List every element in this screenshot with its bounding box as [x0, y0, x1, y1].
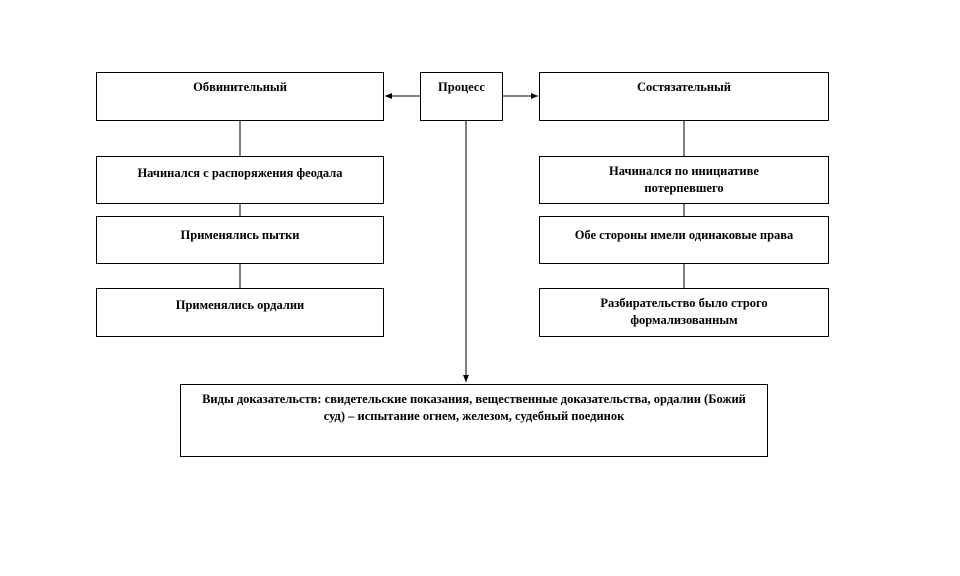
adversarial-box: Состязательный	[539, 72, 829, 121]
left-item-box: Применялись пытки	[96, 216, 384, 264]
right-item-label: Начинался по инициативе потерпевшего	[609, 164, 759, 195]
accusatorial-box: Обвинительный	[96, 72, 384, 121]
evidence-text: Виды доказательств: свидетельские показа…	[202, 392, 746, 423]
left-item-label: Начинался с распоряжения феодала	[137, 166, 343, 180]
left-item-label: Применялись ордалии	[175, 298, 305, 312]
right-item-label: Обе стороны имели одинаковые права	[574, 228, 794, 242]
right-item-box: Разбирательство было строго формализован…	[539, 288, 829, 337]
accusatorial-title: Обвинительный	[193, 80, 287, 94]
right-item-label: Разбирательство было строго формализован…	[600, 296, 768, 327]
left-item-label: Применялись пытки	[180, 228, 300, 242]
right-item-box: Обе стороны имели одинаковые права	[539, 216, 829, 264]
left-item-box: Применялись ордалии	[96, 288, 384, 337]
process-title: Процесс	[438, 80, 485, 94]
process-box: Процесс	[420, 72, 503, 121]
adversarial-title: Состязательный	[637, 80, 731, 94]
evidence-box: Виды доказательств: свидетельские показа…	[180, 384, 768, 457]
right-item-box: Начинался по инициативе потерпевшего	[539, 156, 829, 204]
left-item-box: Начинался с распоряжения феодала	[96, 156, 384, 204]
